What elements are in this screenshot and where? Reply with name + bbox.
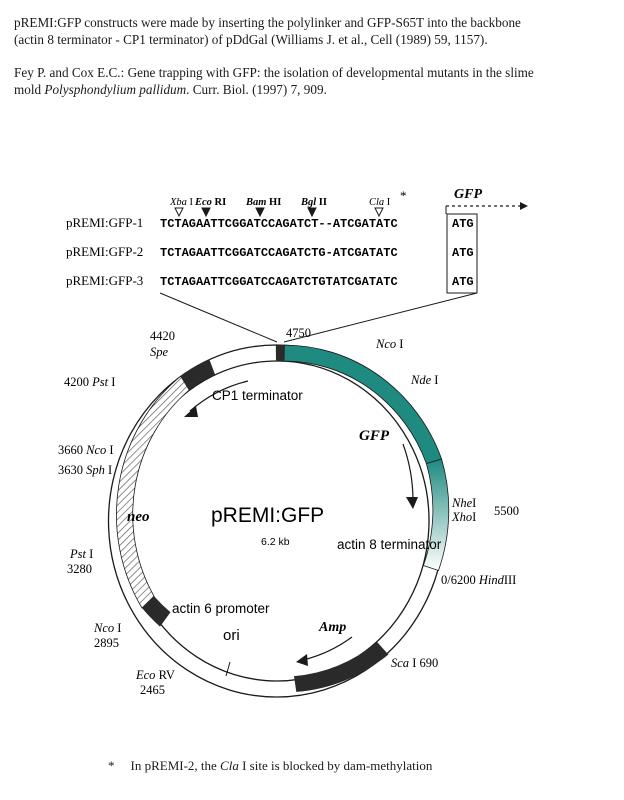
plasmid-site-labels: 4750 Nco I Nde I NheI XhoI 5500 0/6200 H… xyxy=(58,326,519,697)
open-triangle-marker xyxy=(374,207,384,218)
site-pst-top: 4200 Pst I xyxy=(64,375,115,389)
gfp-orientation-arrow xyxy=(402,443,414,501)
plasmid-feature-labels: CP1 terminator GFP pREMI:GFP 6.2 kb acti… xyxy=(127,388,442,644)
footnote-site: Cla xyxy=(220,758,239,773)
construct-sequence-3: TCTAGAATTCGGATCCAGATCTGTATCGATATC xyxy=(160,275,398,289)
sequence-rows: pREMI:GFP-1 TCTAGAATTCGGATCCAGATCT--ATCG… xyxy=(66,215,474,289)
neo-segment xyxy=(116,375,190,609)
reference-species: Polysphondylium pallidum xyxy=(44,82,187,97)
site-2895: 2895 xyxy=(94,636,119,650)
arrowhead-icon xyxy=(296,654,308,666)
start-codon-2: ATG xyxy=(452,246,474,260)
gfp-start-label: GFP xyxy=(454,187,482,202)
site-nco-left: 3660 Nco I xyxy=(58,443,114,457)
reference-suffix: . Curr. Biol. (1997) 7, 909. xyxy=(186,82,327,97)
neo-feature-label: neo xyxy=(127,509,150,525)
construct-sequence-1: TCTAGAATTCGGATCCAGATCT--ATCGATATC xyxy=(160,217,398,231)
polylinker-site-labels: Xba I Eco RI Bam HI Bgl II Cla I * xyxy=(169,188,407,208)
site-nco-top: Nco I xyxy=(375,337,403,351)
footnote-text-post: I site is blocked by dam-methylation xyxy=(238,758,433,773)
site-nde: Nde I xyxy=(410,373,438,387)
site-4420: 4420 xyxy=(150,329,175,343)
plasmid-name: pREMI:GFP xyxy=(211,504,324,527)
site-nhe: NheI xyxy=(451,496,476,510)
arrowhead-icon xyxy=(184,406,198,417)
footnote-text-pre: In pREMI-2, the xyxy=(130,758,221,773)
construct-name-3: pREMI:GFP-3 xyxy=(66,273,143,288)
construct-line-2: (actin 8 terminator - CP1 terminator) of… xyxy=(14,32,488,47)
construct-line-1: pREMI:GFP constructs were made by insert… xyxy=(14,15,521,30)
start-codon-box xyxy=(446,213,478,294)
start-codon-3: ATG xyxy=(452,275,474,289)
site-5500: 5500 xyxy=(494,504,519,518)
filled-triangle-marker xyxy=(307,207,317,218)
open-triangle-marker xyxy=(174,207,184,218)
site-sca: Sca I 690 xyxy=(391,656,438,670)
ori-label: ori xyxy=(223,627,240,644)
amp-segment xyxy=(294,642,389,692)
site-hind: 0/6200 HindIII xyxy=(441,573,516,587)
filled-triangle-marker xyxy=(255,207,265,218)
arrowhead-icon xyxy=(520,202,528,210)
segment-4750-junction xyxy=(275,344,285,362)
start-codon-1: ATG xyxy=(452,217,474,231)
bglii-site-label: Bgl II xyxy=(300,197,327,208)
clai-footnote-star: * xyxy=(400,188,407,203)
site-3280: 3280 xyxy=(67,562,92,576)
reference-line-1: Fey P. and Cox E.C.: Gene trapping with … xyxy=(14,65,534,80)
actin6-promoter-label: actin 6 promoter xyxy=(172,601,270,616)
xba-site-label: Xba I xyxy=(169,197,194,208)
cp1-terminator-label: CP1 terminator xyxy=(212,388,303,403)
site-pst-bottom: Pst I xyxy=(69,547,93,561)
cp1-orientation-arrow xyxy=(189,380,249,412)
site-spe: Spe xyxy=(150,345,169,359)
insert-connector-left xyxy=(159,292,278,343)
filled-triangle-marker xyxy=(201,207,211,218)
amp-orientation-arrow xyxy=(302,636,353,661)
construct-sequence-2: TCTAGAATTCGGATCCAGATCTG-ATCGATATC xyxy=(160,246,398,260)
site-ecorv: Eco RV xyxy=(135,668,175,682)
amp-feature-label: Amp xyxy=(318,620,346,635)
reference-line-2-prefix: mold xyxy=(14,82,45,97)
site-sph: 3630 Sph I xyxy=(58,463,112,477)
construct-name-1: pREMI:GFP-1 xyxy=(66,215,143,230)
ori-tick xyxy=(225,661,231,677)
ecori-site-label: Eco RI xyxy=(194,197,226,208)
actin8-terminator-segment xyxy=(422,458,450,572)
methylation-footnote: * In pREMI-2, the Cla I site is blocked b… xyxy=(108,758,432,774)
arrowhead-icon xyxy=(406,497,418,509)
actin8-terminator-label: actin 8 terminator xyxy=(337,537,442,552)
spe-pst-segment xyxy=(180,359,216,390)
construct-name-2: pREMI:GFP-2 xyxy=(66,244,143,259)
bamhi-site-label: Bam HI xyxy=(245,197,281,208)
site-xho: XhoI xyxy=(451,510,476,524)
gfp-feature-label: GFP xyxy=(359,428,390,444)
construct-description: pREMI:GFP constructs were made by insert… xyxy=(14,14,614,48)
footnote-star: * xyxy=(108,758,115,773)
site-2465: 2465 xyxy=(140,683,165,697)
site-4750: 4750 xyxy=(286,326,311,340)
site-nco-bottom: Nco I xyxy=(93,621,121,635)
plasmid-size: 6.2 kb xyxy=(261,536,290,548)
actin6-promoter-segment xyxy=(142,596,171,627)
plasmid-ring xyxy=(107,344,450,698)
reference-citation: Fey P. and Cox E.C.: Gene trapping with … xyxy=(14,64,614,98)
clai-site-label: Cla I xyxy=(369,197,391,208)
polylinker-site-markers xyxy=(174,207,384,218)
insert-connector-right xyxy=(283,292,478,343)
